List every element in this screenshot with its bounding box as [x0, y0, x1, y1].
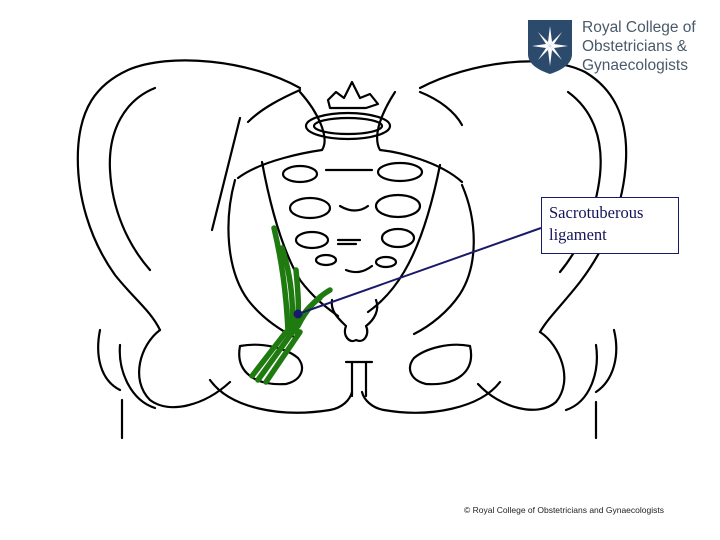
sacral-foramen: [281, 164, 319, 184]
pelvic-brim-right: [412, 183, 475, 336]
right-ischium: [476, 330, 566, 411]
l5-vertebral-body: [304, 111, 392, 141]
rcog-compass-shield-icon: [528, 20, 572, 74]
sacrum-upper-edge: [236, 90, 326, 180]
right-iliac-rim: [418, 90, 464, 127]
left-iliac-fossa-line: [210, 116, 242, 232]
l5-vertebral-body-inner: [312, 116, 384, 136]
sacral-foramen: [376, 161, 424, 183]
copyright-notice: © Royal College of Obstetricians and Gyn…: [464, 505, 664, 515]
callout-anchor-dot: [293, 309, 303, 319]
sacrotuberous-ligament: [249, 225, 333, 385]
l5-spinous-process: [326, 80, 380, 110]
callout-line: ligament: [549, 225, 607, 244]
callout-leader-line: [297, 227, 542, 315]
rcog-logo: Royal College of Obstetricians & Gynaeco…: [528, 18, 708, 78]
left-ischium: [138, 328, 232, 409]
sacrum-right-border: [366, 163, 442, 314]
left-greater-trochanter: [118, 343, 157, 410]
right-iliac-wing: [418, 60, 628, 334]
left-femoral-head: [97, 328, 122, 392]
right-greater-trochanter: [564, 343, 598, 412]
sacral-foramen: [288, 196, 332, 220]
ligament-band: [271, 225, 291, 333]
ligament-band: [255, 327, 297, 383]
pelvis-outline: [76, 59, 628, 440]
ligament-band: [249, 329, 289, 379]
ligament-band: [263, 329, 303, 385]
sacral-foramen: [374, 193, 422, 219]
ligament-band: [279, 245, 296, 335]
logo-line: Royal College of: [582, 19, 696, 36]
left-pubic-ramus: [208, 378, 354, 414]
pubic-symphysis: [350, 360, 368, 398]
right-pubic-ramus: [360, 380, 502, 414]
coccyx: [330, 298, 379, 343]
left-iliac-wing: [76, 59, 302, 332]
pelvic-brim-left: [227, 178, 298, 340]
sacral-foramen: [374, 255, 398, 269]
logo-line: Gynaecologists: [582, 57, 688, 74]
rcog-logo-text: Royal College of Obstetricians & Gynaeco…: [582, 18, 712, 75]
sacral-foramen: [380, 227, 416, 249]
right-femoral-head: [594, 328, 618, 394]
callout-line: Sacrotuberous: [549, 203, 644, 222]
right-obturator-foramen: [408, 343, 473, 386]
sacral-foramen: [294, 230, 330, 250]
sacral-ridge: [338, 204, 370, 212]
sacral-ridge: [344, 264, 374, 274]
logo-line: Obstetricians &: [582, 38, 688, 55]
left-iliac-rim: [246, 88, 302, 124]
sacral-foramen: [314, 253, 338, 267]
left-iliac-inner-crest: [108, 86, 157, 272]
sacrotuberous-ligament-label: Sacrotuberous ligament: [541, 197, 679, 254]
